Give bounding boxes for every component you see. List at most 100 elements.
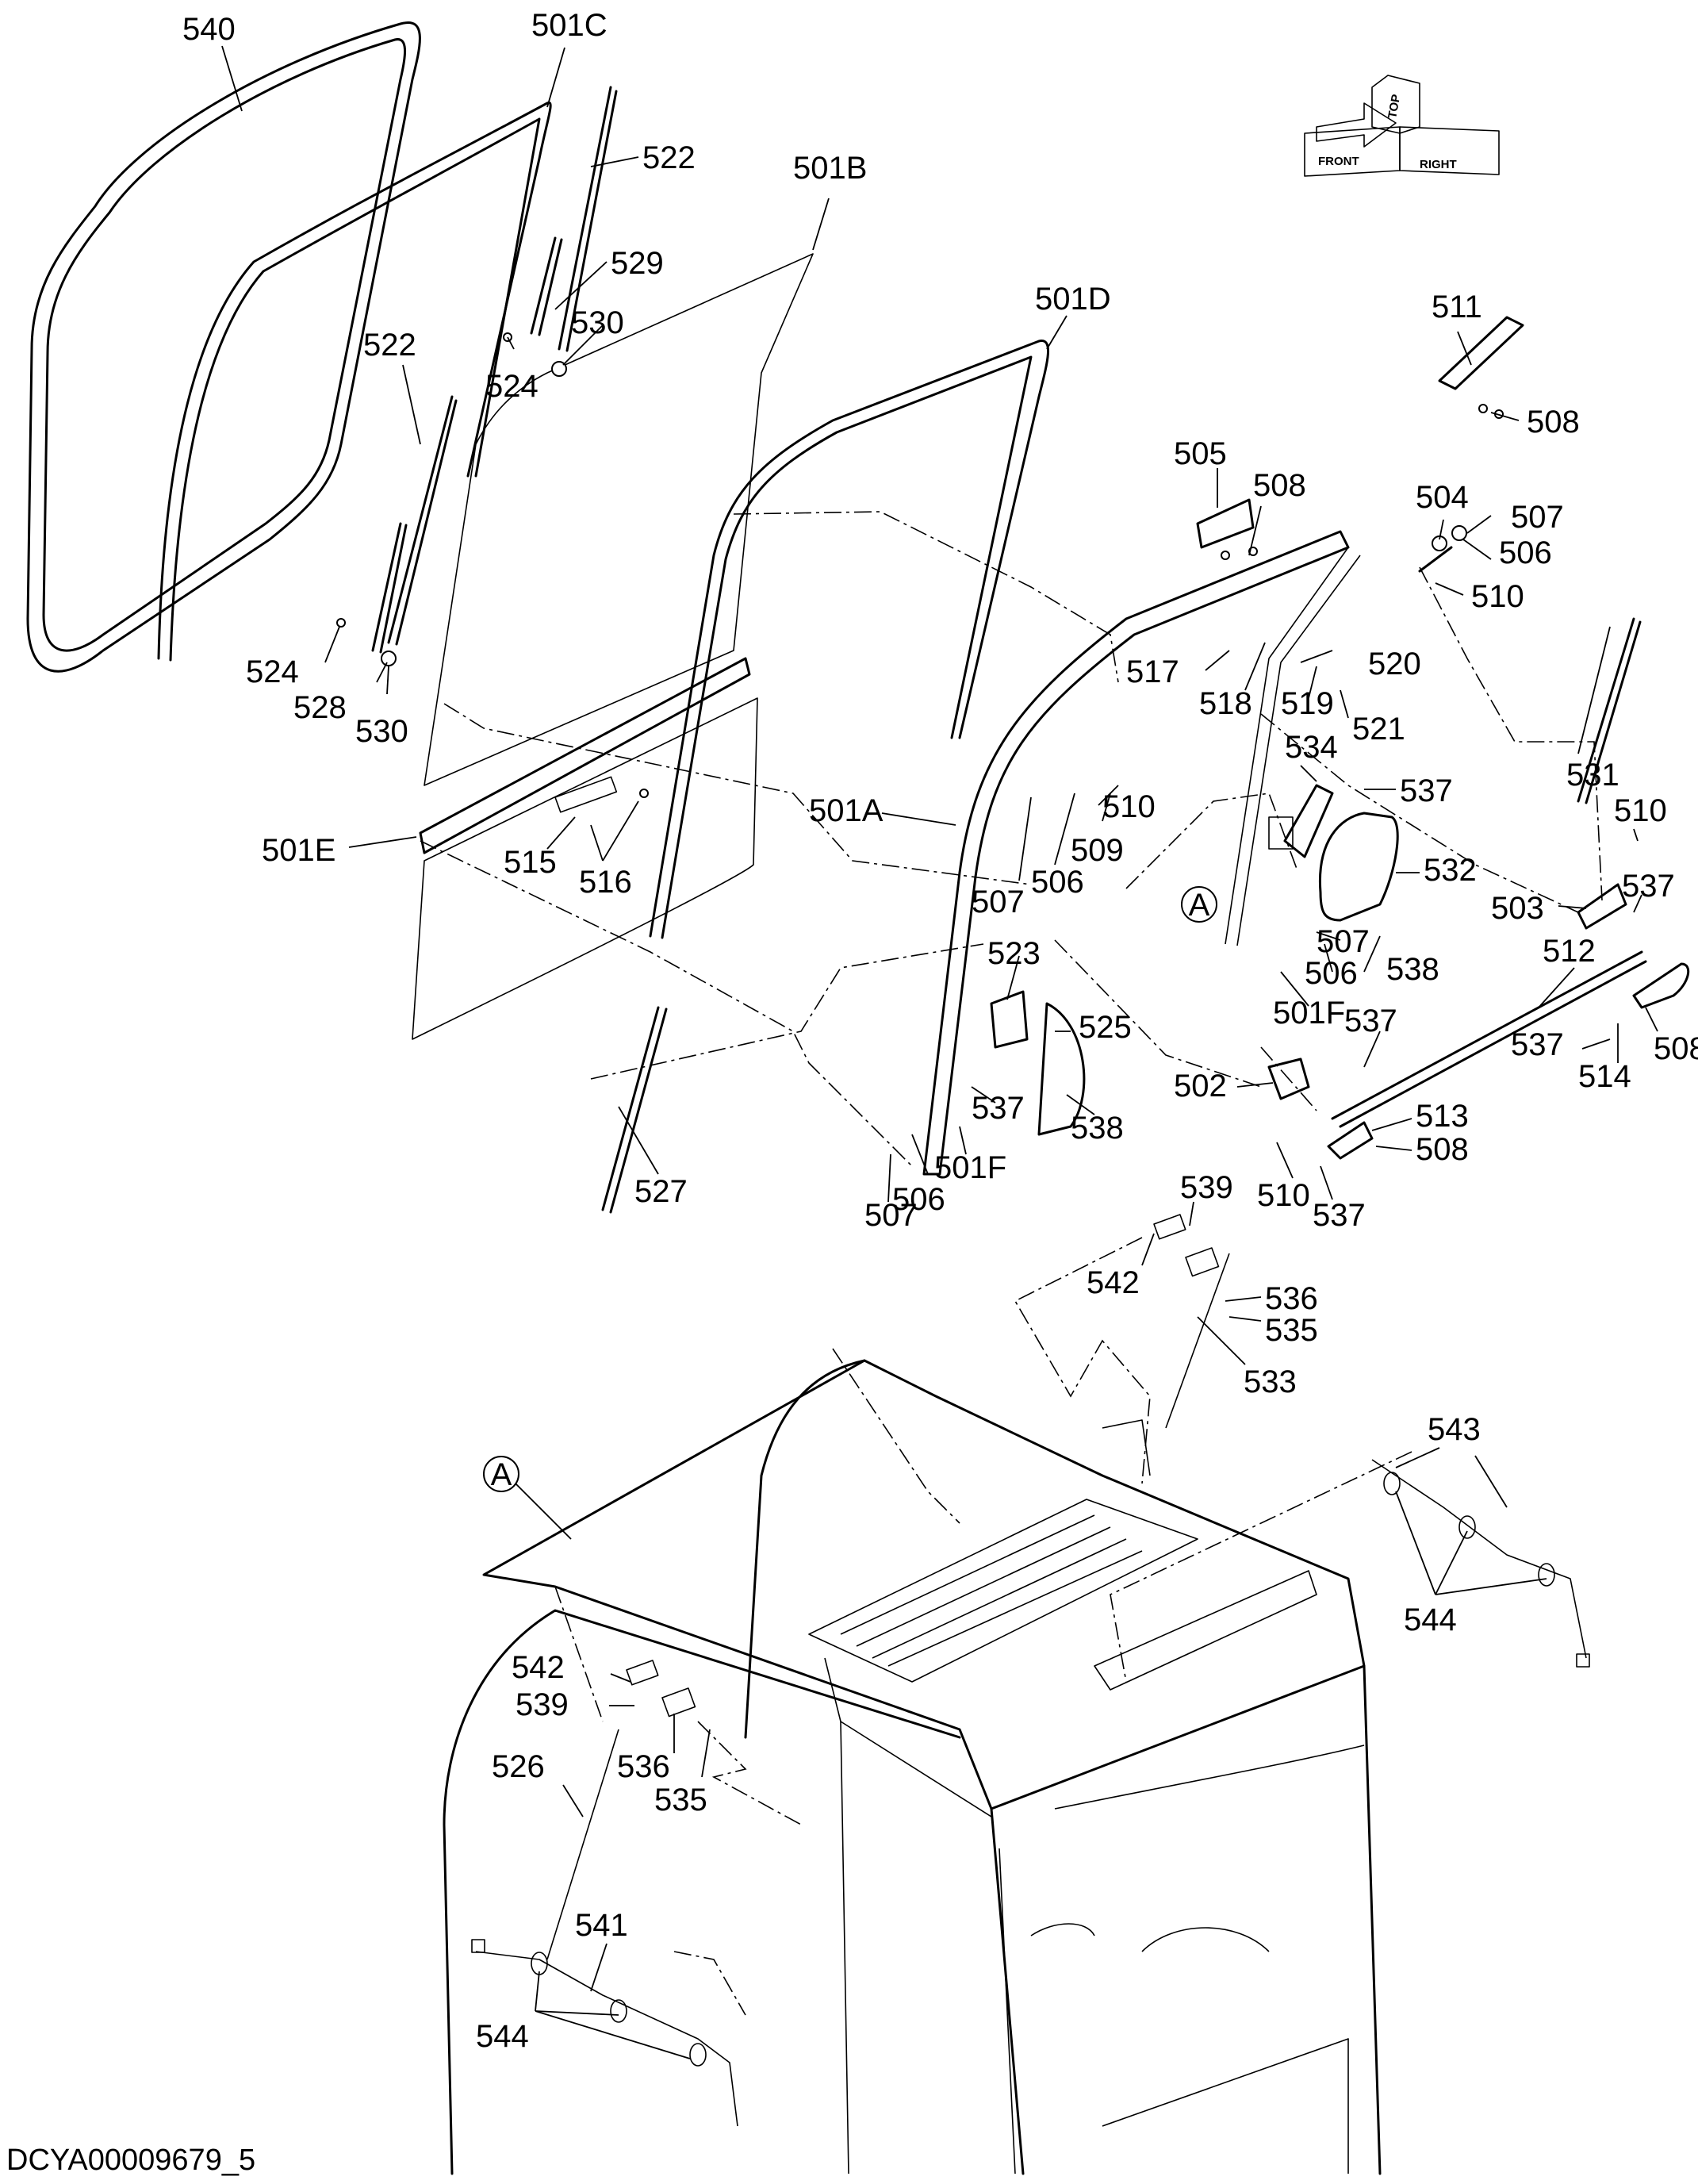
callout: 523 [987, 936, 1041, 971]
motor-534 [1268, 784, 1334, 858]
callout: 537 [1511, 1027, 1564, 1062]
callout: 501F [1273, 996, 1345, 1031]
glass-rail-501e [419, 657, 751, 854]
callout: 511 [1432, 290, 1482, 324]
callout: 501F [934, 1150, 1006, 1185]
callout: 520 [1368, 647, 1421, 681]
bracket-514 [1632, 962, 1690, 1009]
callout: 524 [246, 654, 299, 689]
callout: 541 [575, 1908, 628, 1943]
callout: 537 [1313, 1198, 1366, 1233]
cover-525 [1037, 1002, 1086, 1136]
cover-532 [1318, 812, 1399, 922]
callout: 538 [1386, 952, 1439, 987]
callout: 525 [1079, 1010, 1132, 1045]
callout: 507 [972, 885, 1025, 919]
callout: 510 [1257, 1178, 1310, 1213]
detail-marker-a-upper: A [1181, 886, 1217, 923]
front-label: FRONT [1318, 155, 1359, 168]
wiring-harness-541 [471, 1939, 738, 2127]
callout: 513 [1416, 1099, 1469, 1134]
callout: 501E [262, 833, 335, 868]
assembly-lines [420, 511, 1603, 2016]
callout: 530 [571, 305, 624, 340]
callout: 516 [579, 865, 632, 900]
callout-labels: 540 501C 522 529 530 524 501B 501D 522 5… [182, 8, 1698, 2054]
callout: 518 [1199, 686, 1252, 721]
callout: 509 [1071, 833, 1124, 868]
callout: 533 [1244, 1365, 1297, 1399]
callout: 537 [1344, 1004, 1397, 1038]
callout: 519 [1281, 686, 1334, 721]
pin-504 [1418, 525, 1467, 573]
callout: 522 [642, 140, 696, 175]
callout: 537 [1622, 869, 1675, 904]
callout: 505 [1174, 436, 1227, 471]
callout: 506 [1499, 535, 1552, 570]
callout: 508 [1527, 405, 1580, 439]
callout: 506 [892, 1182, 945, 1217]
callout: 501A [809, 793, 883, 828]
callout: 507 [1511, 500, 1564, 535]
callout: 543 [1428, 1412, 1481, 1447]
callout: 536 [617, 1749, 670, 1784]
front-glass-501b [412, 253, 814, 1040]
wiper-assembly-upper [503, 86, 618, 377]
detail-marker-label: A [491, 1457, 512, 1492]
callout: 542 [1087, 1265, 1140, 1300]
callout: 538 [1071, 1111, 1124, 1146]
document-id: DCYA00009679_5 [6, 2144, 255, 2177]
callout: 510 [1614, 793, 1667, 828]
callout: 508 [1654, 1031, 1698, 1066]
callout: 536 [1265, 1281, 1318, 1316]
lock-assembly-lower [546, 1660, 696, 1960]
callout: 540 [182, 12, 236, 47]
bracket-503 [1577, 883, 1627, 930]
callout: 503 [1491, 891, 1544, 926]
leader-lines [221, 45, 1658, 2059]
callout: 542 [512, 1650, 565, 1685]
callout: 529 [611, 246, 664, 281]
callout: 508 [1253, 468, 1306, 503]
bracket-513 [1327, 1121, 1374, 1160]
callout: 537 [1400, 773, 1453, 808]
callout: 521 [1352, 712, 1405, 747]
callout: 544 [476, 2019, 529, 2054]
callout: 501B [793, 151, 867, 186]
callout: 501D [1035, 282, 1111, 317]
window-seal-540 [26, 21, 421, 673]
callout: 515 [504, 845, 557, 880]
callout: 506 [1305, 956, 1358, 991]
callout: 517 [1126, 654, 1179, 689]
top-label: TOP [1386, 94, 1403, 120]
wiper-assembly-left [336, 395, 458, 666]
callout: 537 [972, 1091, 1025, 1126]
callout: 535 [1265, 1313, 1318, 1348]
callout: 522 [363, 328, 416, 363]
callout: 524 [485, 369, 539, 404]
callout: 539 [516, 1687, 569, 1722]
hinge-part-511 [1438, 316, 1524, 419]
bracket-502 [1267, 1057, 1310, 1100]
callout: 532 [1424, 853, 1477, 888]
callout: 512 [1543, 934, 1596, 969]
callout: 504 [1416, 480, 1469, 515]
callout: 507 [864, 1198, 918, 1233]
lock-assembly-upper [1153, 1214, 1230, 1429]
callout: 507 [1317, 924, 1370, 959]
callout: 506 [1031, 865, 1084, 900]
callout: 514 [1578, 1059, 1631, 1094]
callout: 510 [1102, 789, 1156, 824]
right-label: RIGHT [1420, 158, 1457, 171]
glass-seal-501c [157, 101, 552, 662]
cab-frame [443, 1359, 1382, 2175]
orientation-indicator: FRONT RIGHT TOP [1304, 75, 1500, 177]
lower-seal-527 [601, 1006, 668, 1214]
detail-marker-label: A [1189, 888, 1210, 923]
callout: 539 [1180, 1170, 1233, 1205]
rod-512 [1331, 950, 1647, 1128]
callout: 531 [1566, 758, 1619, 793]
callout: 502 [1174, 1069, 1227, 1104]
callout: 527 [634, 1174, 688, 1209]
